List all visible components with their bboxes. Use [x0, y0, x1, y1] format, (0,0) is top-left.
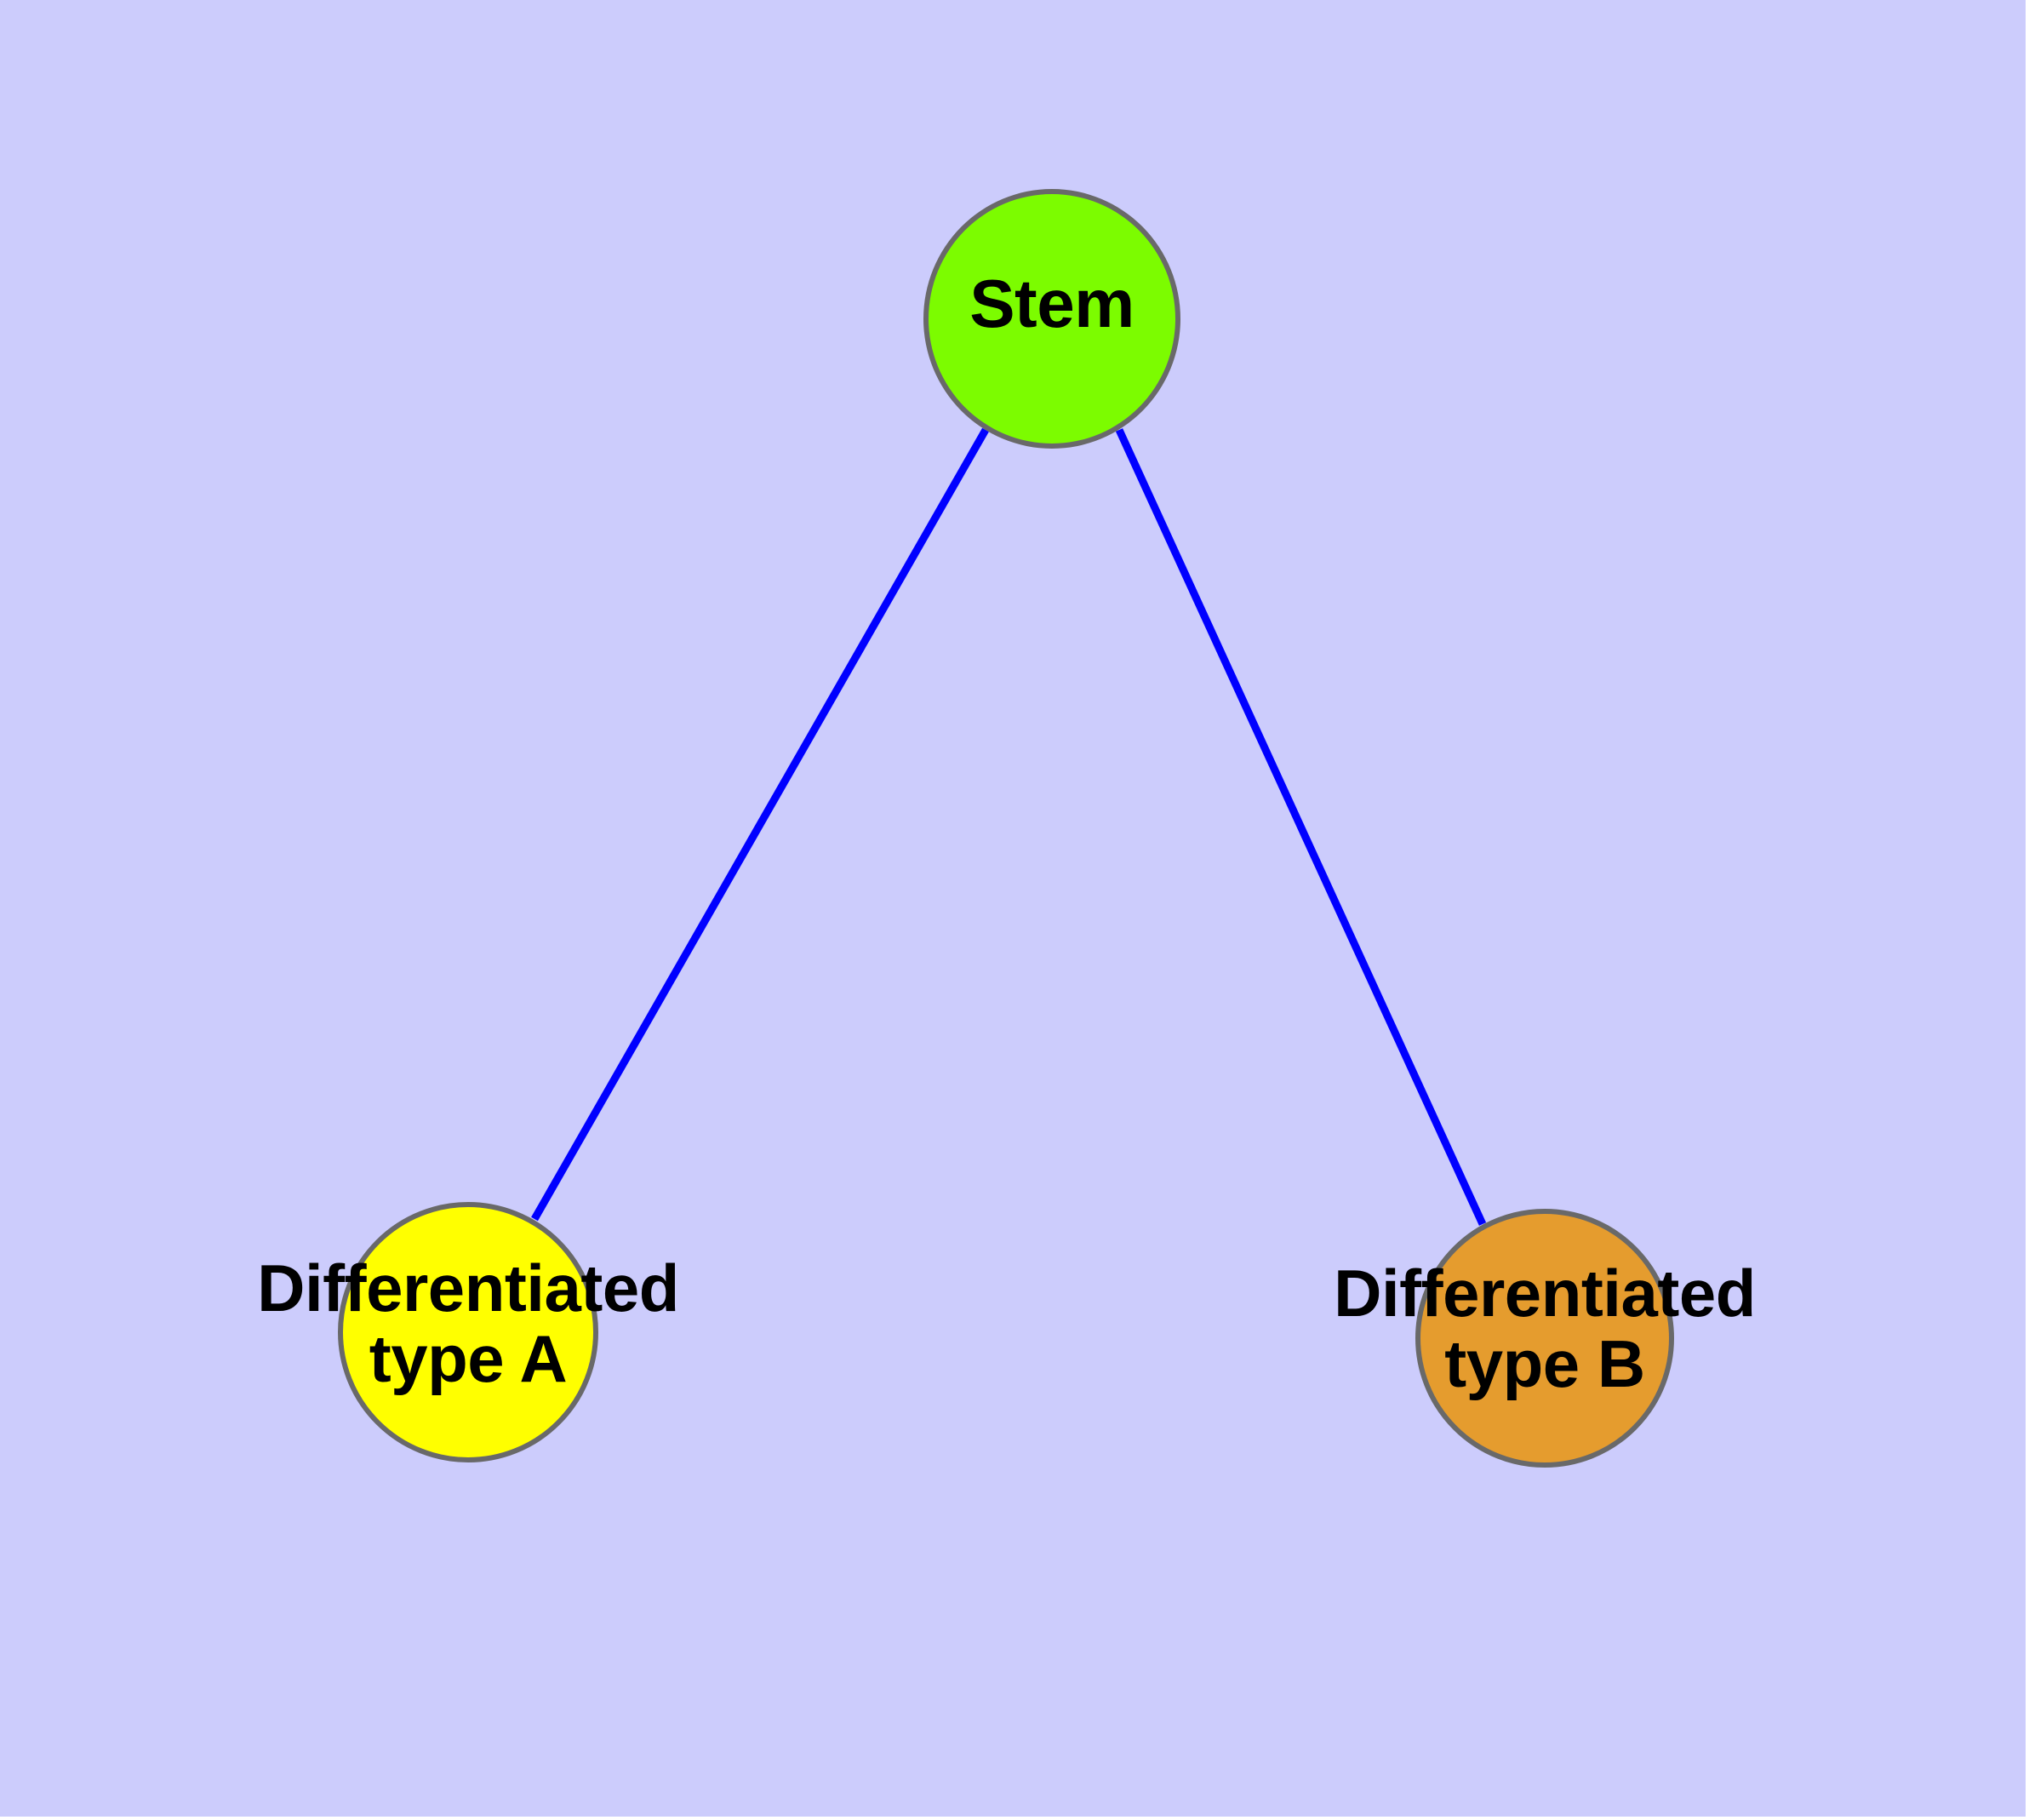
node-stem[interactable]	[923, 189, 1180, 449]
edge-stem-to-diff-b[interactable]	[1115, 428, 1487, 1226]
node-differentiated-type-a[interactable]	[338, 1202, 598, 1462]
edge-stem-to-diff-a[interactable]	[531, 427, 989, 1222]
node-differentiated-type-b[interactable]	[1415, 1209, 1674, 1468]
